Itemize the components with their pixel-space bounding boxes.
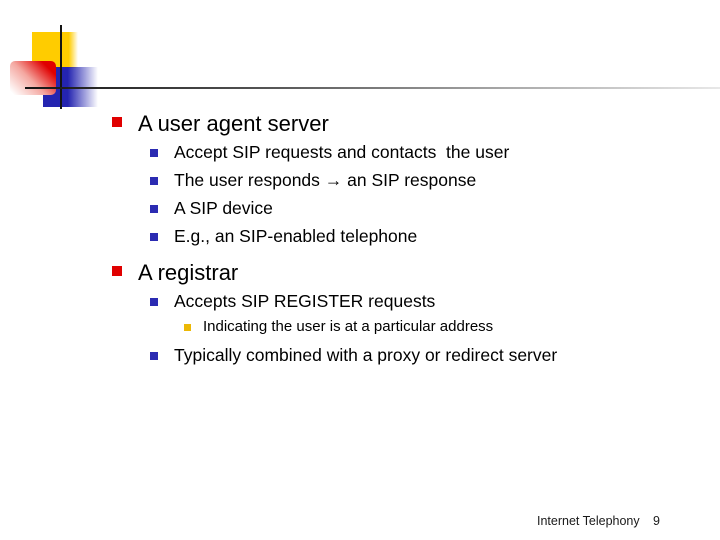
- bullet-item-level2: A SIP device: [150, 196, 273, 220]
- bullet-item-level1: A user agent server: [112, 110, 329, 137]
- decor-red-square: [10, 61, 56, 95]
- bullet-text: A registrar: [138, 260, 239, 285]
- footer-title: Internet Telephony: [537, 514, 640, 528]
- bullet-text: Accepts SIP REGISTER requests: [174, 291, 436, 311]
- bullet-square-icon: [150, 205, 158, 213]
- page-number: 9: [653, 514, 660, 528]
- bullet-text: Typically combined with a proxy or redir…: [174, 345, 558, 365]
- bullet-item-level2: E.g., an SIP-enabled telephone: [150, 224, 417, 248]
- bullet-square-icon: [150, 149, 158, 157]
- bullet-square-icon: [184, 324, 191, 331]
- decor-vertical-line: [60, 25, 62, 109]
- bullet-text: Accept SIP requests and contacts the use…: [174, 142, 510, 162]
- bullet-text: A user agent server: [138, 111, 329, 136]
- bullet-text: The user responds → an SIP response: [174, 170, 477, 190]
- bullet-square-icon: [150, 352, 158, 360]
- bullet-square-icon: [150, 177, 158, 185]
- bullet-text: A SIP device: [174, 198, 273, 218]
- bullet-item-level3: Indicating the user is at a particular a…: [184, 317, 493, 337]
- bullet-square-icon: [112, 266, 122, 276]
- bullet-item-level2: Typically combined with a proxy or redir…: [150, 343, 557, 367]
- bullet-item-level2: Accept SIP requests and contacts the use…: [150, 140, 509, 164]
- bullet-item-level2: Accepts SIP REGISTER requests: [150, 289, 435, 313]
- decor-horizontal-rule: [25, 87, 720, 89]
- bullet-text: E.g., an SIP-enabled telephone: [174, 226, 418, 246]
- bullet-item-level1: A registrar: [112, 259, 238, 286]
- bullet-item-level2: The user responds → an SIP response: [150, 168, 476, 192]
- bullet-square-icon: [150, 298, 158, 306]
- bullet-square-icon: [112, 117, 122, 127]
- bullet-text: Indicating the user is at a particular a…: [203, 318, 494, 335]
- bullet-square-icon: [150, 233, 158, 241]
